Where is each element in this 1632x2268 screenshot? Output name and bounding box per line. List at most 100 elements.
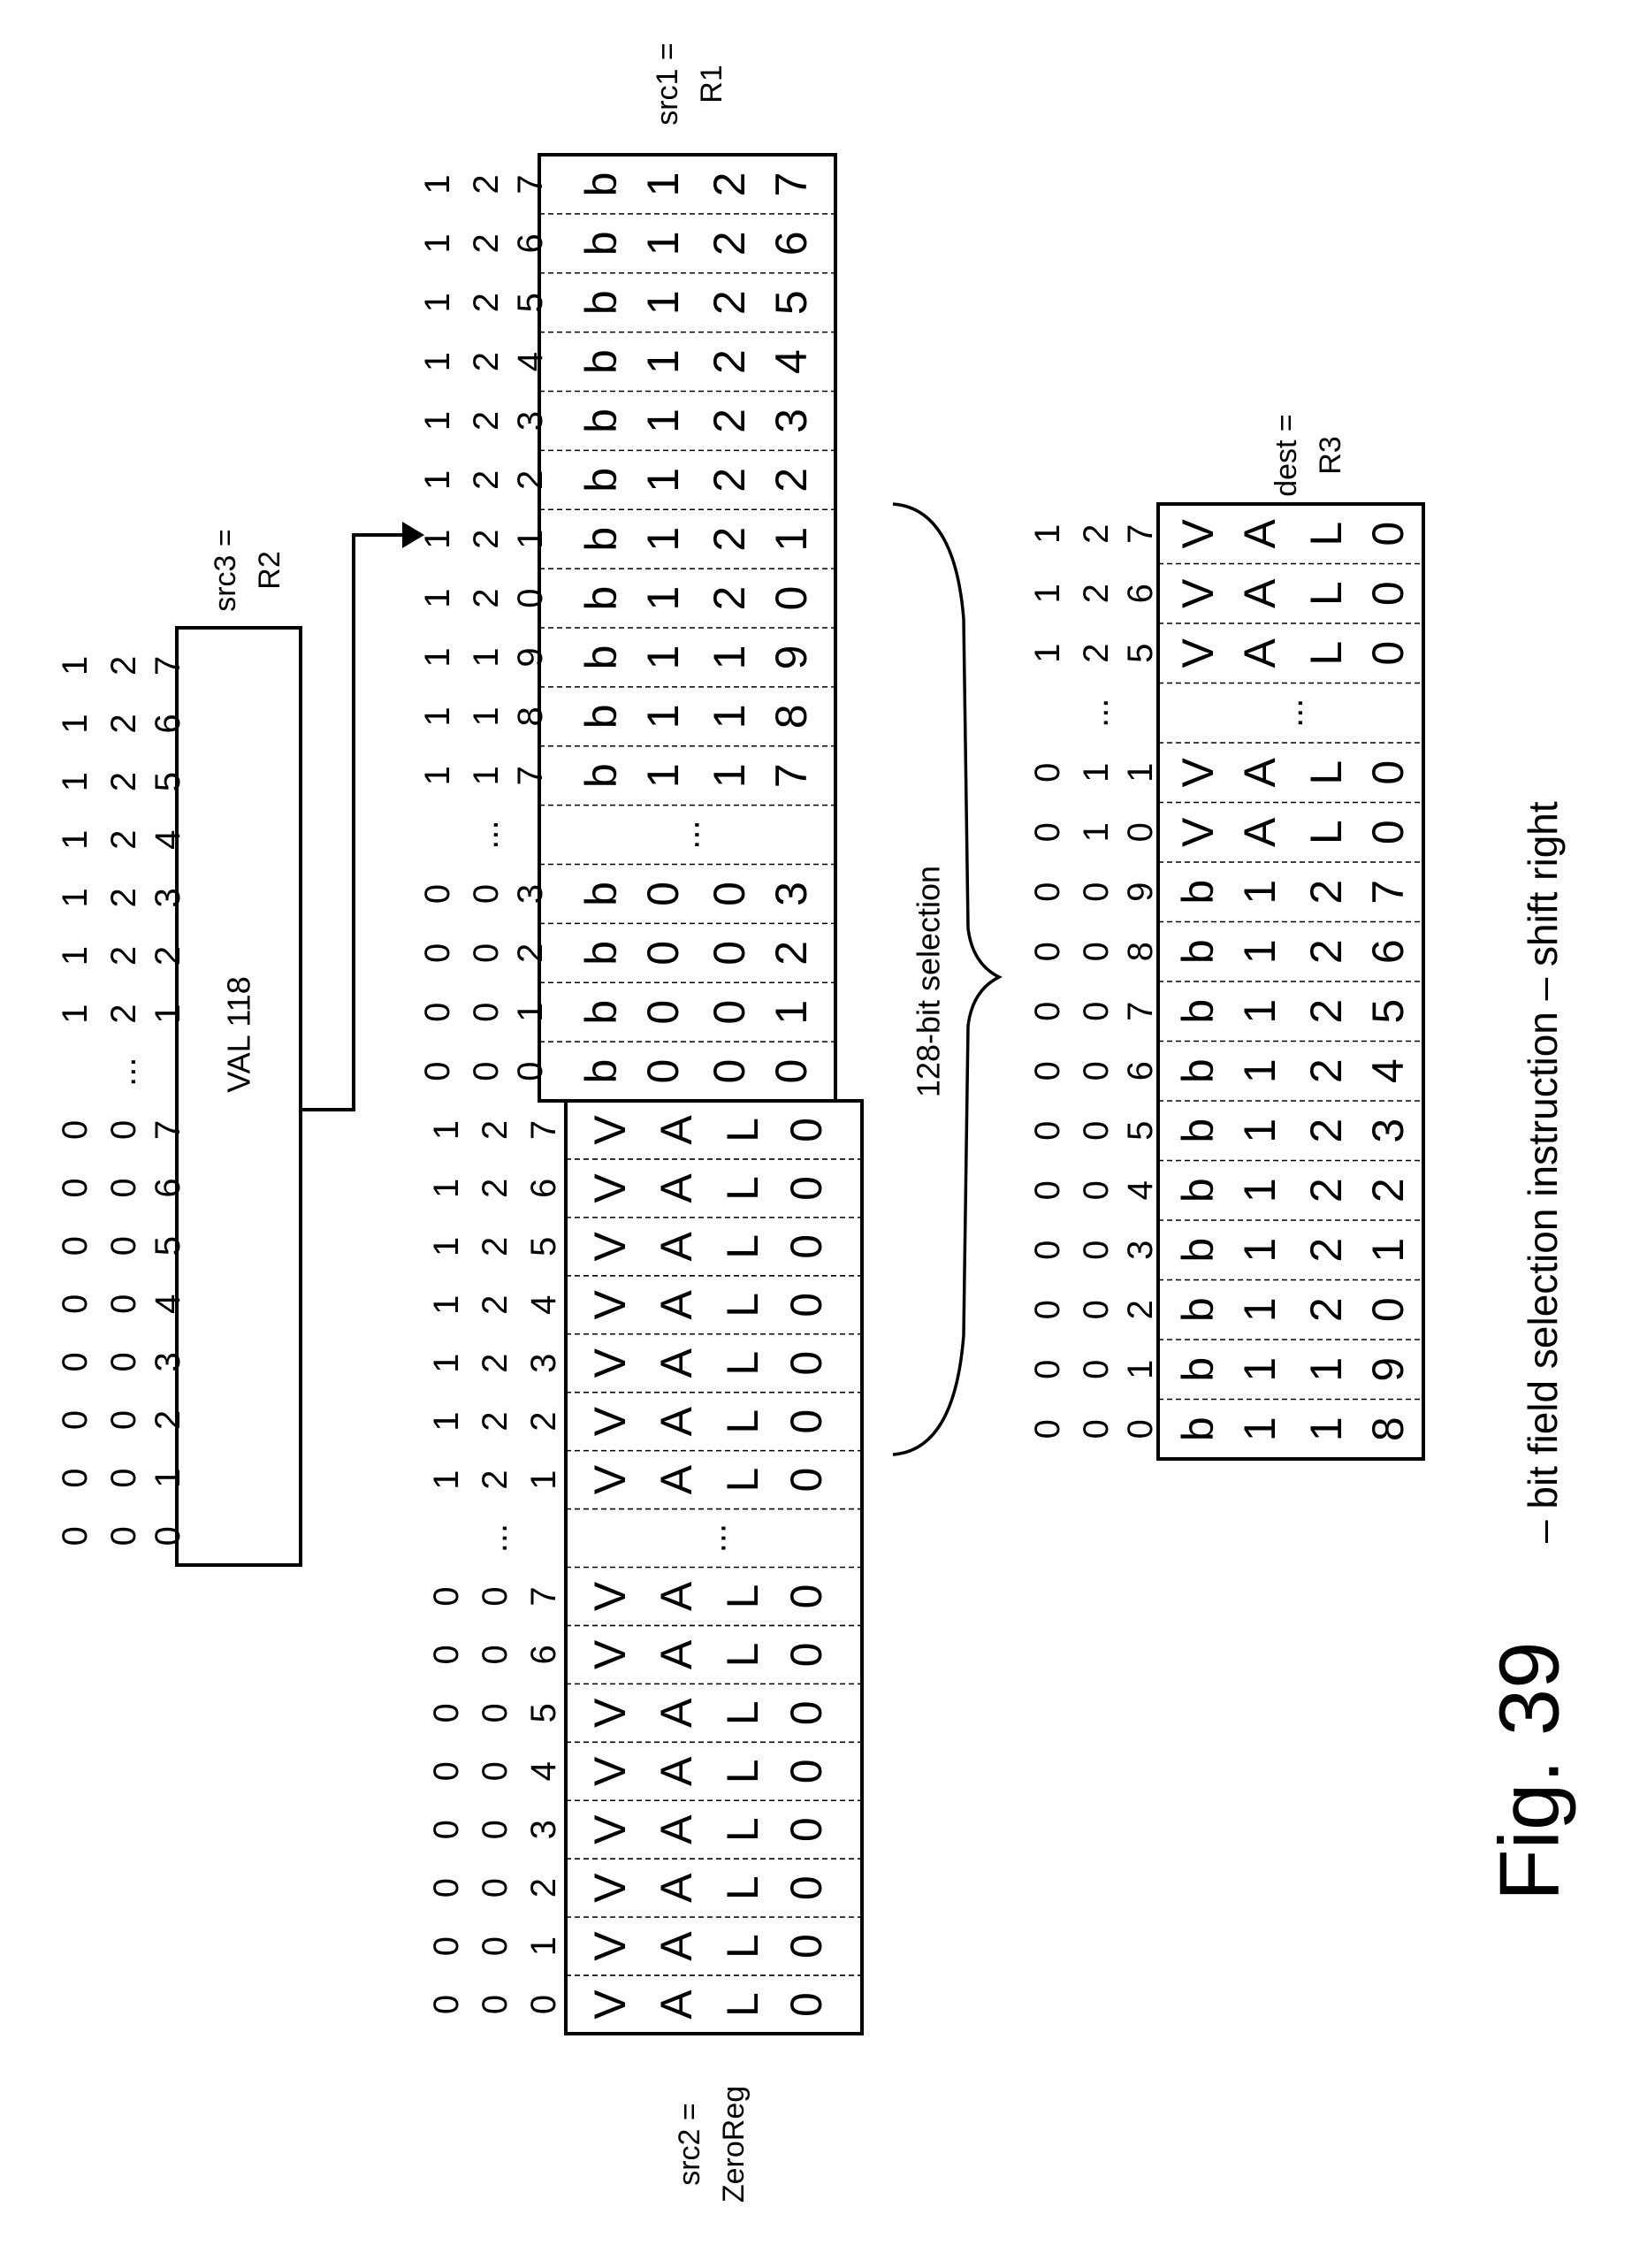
src2-cell-glyph: L (718, 1409, 767, 1434)
dest-index-digit: 0 (1028, 1180, 1067, 1200)
arrow-head (402, 522, 424, 548)
src1-index-digit: 3 (511, 884, 550, 904)
src1-cell-glyph: b (576, 586, 626, 611)
dest-index-digit: 1 (1121, 1360, 1160, 1379)
src1-index-digit: 2 (467, 530, 506, 549)
src1-index-digit: 1 (418, 293, 457, 312)
src1-cell-glyph: 1 (638, 468, 688, 493)
src3-index-digit: 6 (149, 1178, 187, 1197)
src1-index-digit: 1 (418, 706, 457, 726)
src1-index-digit: 5 (511, 293, 550, 312)
src1-index-digit: 8 (511, 706, 550, 726)
src3-index-digit: 0 (104, 1526, 143, 1546)
src2-label: src2 = (673, 2103, 706, 2186)
src3-box (175, 626, 302, 1567)
dest-cell-glyph: 0 (1363, 522, 1413, 546)
src1-ellipsis: ... (668, 820, 707, 849)
src3-index-digit: 0 (56, 1410, 95, 1430)
src2-cell-glyph: 0 (782, 1176, 831, 1201)
src2-index-digit: 0 (427, 1995, 466, 2014)
src2-index-digit: 1 (427, 1179, 466, 1198)
dest-cell-glyph: A (1235, 638, 1285, 668)
dest-index-digit: 0 (1028, 1300, 1067, 1319)
src2-cell-glyph: V (585, 1348, 635, 1378)
src2-index-digit: 2 (476, 1295, 515, 1315)
src2-index-digit: 7 (524, 1586, 563, 1606)
src2-label-name: ZeroReg (717, 2086, 751, 2203)
src3-index-digit: 2 (104, 714, 143, 733)
src1-index-digit: 1 (467, 647, 506, 667)
src1-label: src1 = (651, 42, 684, 126)
src1-cell-glyph: 8 (766, 704, 816, 729)
src3-index-digit: 1 (56, 946, 95, 966)
src1-cell-glyph: b (576, 645, 626, 670)
dest-index-digit: 9 (1121, 882, 1160, 902)
src3-index-digit: 0 (56, 1294, 95, 1314)
figure-caption: – bit field selection instruction – shif… (1520, 801, 1566, 1543)
src2-cell-glyph: V (585, 1406, 635, 1436)
dest-index-digit: 0 (1028, 942, 1067, 961)
dest-cell-glyph: b (1173, 1178, 1223, 1203)
src3-value: VAL 118 (221, 976, 257, 1092)
src1-index-digit: 0 (418, 1003, 457, 1022)
dest-index-digit: 0 (1077, 1121, 1116, 1141)
dest-cell-glyph: 4 (1363, 1058, 1413, 1083)
dest-cell-glyph: b (1173, 999, 1223, 1024)
src1-cell-glyph: b (576, 468, 626, 493)
src1-cell-glyph: b (576, 1000, 626, 1025)
src2-cell-glyph: L (718, 1118, 767, 1142)
src1-index-digit: 0 (467, 884, 506, 904)
src2-cell-glyph: 0 (782, 1817, 831, 1842)
src2-index-digit: 1 (427, 1237, 466, 1256)
dest-index-digit: 0 (1077, 1180, 1116, 1200)
src3-index-digit: 0 (56, 1526, 95, 1546)
src3-index-digit: 1 (56, 714, 95, 733)
src1-cell-glyph: 2 (705, 409, 754, 433)
src3-index-digit: 5 (149, 1236, 187, 1256)
rotated-diagram (175, 153, 1425, 2035)
src1-cell-glyph: 0 (638, 941, 688, 966)
dest-index-digit: 4 (1121, 1180, 1160, 1200)
src2-cell-glyph: L (718, 1293, 767, 1317)
src3-index-digit: 2 (104, 1004, 143, 1023)
src2-index-digit: 0 (476, 1703, 515, 1722)
dest-cell-glyph: 0 (1363, 760, 1413, 785)
dest-index-digit: 0 (1028, 822, 1067, 842)
src1-cell-glyph: b (576, 882, 626, 906)
src2-cell-glyph: 0 (782, 1409, 831, 1434)
src2-cell-glyph: L (718, 1176, 767, 1201)
src3-index-digit: 0 (104, 1236, 143, 1256)
dest-cell-glyph: V (1173, 518, 1223, 548)
src2-index-digit: 1 (524, 1936, 563, 1956)
src3-index-digit: 4 (149, 830, 187, 850)
dest-index-digit: 1 (1121, 763, 1160, 783)
src1-cell-glyph: 0 (705, 941, 754, 966)
dest-cell-glyph: 1 (1235, 1058, 1285, 1083)
src1-cell-glyph: 1 (638, 172, 688, 197)
src2-cell-glyph: V (585, 1639, 635, 1669)
src1-cell-glyph: 2 (766, 468, 816, 493)
src3-index-digit: 0 (104, 1120, 143, 1140)
src2-index-digit: 0 (427, 1878, 466, 1898)
src1-index-digit: 1 (511, 1003, 550, 1022)
src2-cell-glyph: V (585, 1232, 635, 1262)
src2-cell-glyph: V (585, 1289, 635, 1319)
src2-cell-glyph: L (718, 1759, 767, 1783)
src1-cell-glyph: 0 (705, 1000, 754, 1025)
dest-cell-glyph: 1 (1235, 1417, 1285, 1441)
dest-cell-glyph: 2 (1301, 880, 1351, 905)
dest-cell-glyph: A (1235, 757, 1285, 787)
dest-cell-glyph: 2 (1301, 1119, 1351, 1143)
src2-cell-glyph: V (585, 1989, 635, 2020)
src1-cell-glyph: 5 (766, 290, 816, 315)
dest-cell-glyph: 0 (1363, 820, 1413, 844)
src1-cell-glyph: 0 (705, 882, 754, 906)
src2-cell-glyph: 0 (782, 1585, 831, 1609)
dest-cell-glyph: 0 (1363, 581, 1413, 606)
src2-cell-glyph: V (585, 1873, 635, 1903)
src3-index-digit: 2 (104, 888, 143, 907)
src3-index-digit: 1 (56, 888, 95, 907)
src3-index-digit: 1 (56, 1004, 95, 1023)
src1-index-digit: 4 (511, 352, 550, 371)
